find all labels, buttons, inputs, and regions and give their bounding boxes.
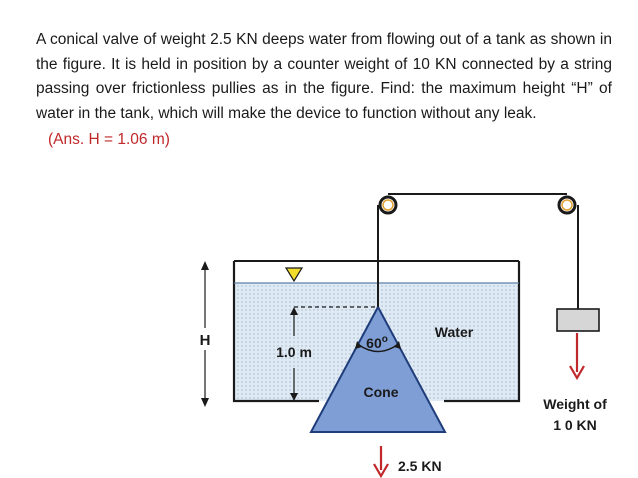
- cone-weight-label: 2.5 KN: [398, 458, 442, 474]
- angle-label: 60o: [366, 334, 388, 351]
- height-label: H: [200, 332, 211, 349]
- cone-valve: [309, 304, 447, 433]
- problem-statement: A conical valve of weight 2.5 KN deeps w…: [36, 28, 612, 126]
- tank-left-wall: [232, 261, 319, 403]
- depth-arrowhead-top-icon: [290, 307, 298, 315]
- problem-text: A conical valve of weight 2.5 KN deeps w…: [36, 31, 612, 122]
- counter-weight-label-line1: Weight of: [543, 396, 607, 412]
- tank-right-wall: [444, 261, 521, 403]
- cone-weight-arrow-icon: [373, 463, 389, 478]
- right-pulley-ring: [561, 199, 573, 211]
- depth-label: 1.0 m: [276, 344, 312, 360]
- height-arrowhead-top-icon: [201, 261, 209, 270]
- angle-degree-symbol: o: [382, 334, 388, 345]
- angle-arrowhead-left-icon: [355, 341, 362, 349]
- answer-text: (Ans. H = 1.06 m): [48, 131, 170, 148]
- counter-weight-arrow-icon: [569, 365, 585, 381]
- angle-arrowhead-right-icon: [394, 341, 401, 349]
- left-pulley-ring: [382, 199, 394, 211]
- water-label: Water: [435, 324, 474, 340]
- counter-weight-label-line2: 1 0 KN: [553, 417, 597, 433]
- height-arrowhead-bottom-icon: [201, 398, 209, 407]
- free-surface-marker-icon: [284, 267, 304, 283]
- depth-arrowhead-bottom-icon: [290, 393, 298, 401]
- angle-arc: [358, 344, 398, 353]
- angle-value: 60: [366, 335, 382, 351]
- cone-label: Cone: [364, 384, 399, 400]
- counter-weight-block: [556, 308, 600, 332]
